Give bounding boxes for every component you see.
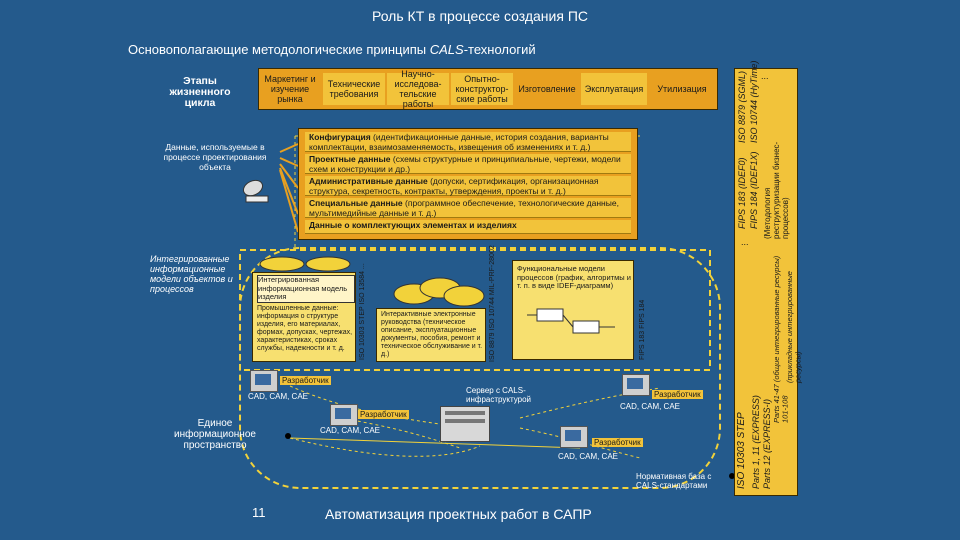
- stage-disposal: Утилизация: [657, 84, 707, 94]
- cals-diagram: Этапы жизненного цикла Маркетинг и изуче…: [140, 60, 803, 496]
- cad-label-1: CAD, CAM, CAE: [248, 392, 309, 401]
- standards-ellipsis-mid: ...: [741, 237, 749, 247]
- footer-text: Автоматизация проектных работ в САПР: [325, 506, 592, 522]
- disk-icons: [392, 266, 488, 312]
- idef-diagram-icon: [527, 308, 615, 334]
- data-row-design: Проектные данные (схемы структурные и пр…: [305, 154, 631, 174]
- std-express-i: Parts 12 (EXPRESS-I): [762, 398, 772, 489]
- slide-subtitle: Основополагающие методологические принци…: [128, 42, 536, 57]
- docs-box: Интерактивные электронные руководства (т…: [376, 308, 486, 362]
- lifecycle-stages-bar: Маркетинг и изучение рынка Технические т…: [258, 68, 718, 110]
- product-model-title: Интегрированная информационная модель из…: [257, 275, 355, 303]
- cad-label-4: CAD, CAM, CAE: [558, 452, 619, 461]
- std-idef0: FIPS 183 (IDEF0): [737, 157, 747, 229]
- subtitle-italic: CALS: [429, 42, 464, 57]
- std-step: ISO 10303 STEP: [736, 412, 747, 489]
- slide-number: 11: [252, 505, 266, 520]
- unified-space-dot: [285, 433, 291, 439]
- workstation-icon-1: [250, 370, 278, 392]
- product-model-standards: ISO 10303 STEP ISO 13584 ...: [359, 263, 366, 360]
- data-rows-panel: Конфигурация (идентификационные данные, …: [298, 128, 638, 240]
- stage-design: Опытно-конструктор-ские работы: [451, 73, 513, 105]
- satellite-dish-icon: [240, 176, 270, 204]
- std-sgml: ISO 8879 (SGML): [737, 70, 747, 143]
- stage-marketing: Маркетинг и изучение рынка: [264, 74, 316, 104]
- product-model-box: Интегрированная информационная модель из…: [252, 272, 356, 362]
- server-label: Сервер с CALS-инфраструктурой: [466, 386, 532, 404]
- developer-label-1: Разработчик: [280, 376, 331, 385]
- data-row-special: Специальные данные (программное обеспече…: [305, 198, 631, 218]
- stage-manufacturing: Изготовление: [518, 84, 576, 94]
- subtitle-prefix: Основополагающие методологические принци…: [128, 42, 430, 57]
- product-model-text: Промышленные данные: информация о структ…: [257, 305, 353, 352]
- cad-label-3: CAD, CAM, CAE: [620, 402, 681, 411]
- workstation-icon-4: [560, 426, 588, 448]
- std-idef1x: FIPS 184 (IDEF1X): [749, 151, 759, 229]
- docs-standards: ISO 8879 ISO 10744 MIL-PRF-28002: [489, 245, 496, 362]
- data-row-title: Специальные данные: [309, 198, 403, 208]
- data-row-text: (идентификационные данные, история созда…: [309, 132, 609, 152]
- functional-models-text: Функциональные модели процессов (график,…: [517, 264, 631, 290]
- data-row-text: (программное обеспечение, технологически…: [309, 198, 619, 218]
- data-used-label: Данные, используемые в процессе проектир…: [163, 142, 267, 172]
- data-row-title: Данные о комплектующих элементах и издел…: [309, 220, 517, 230]
- functional-models-standards: FIPS 183 FIPS 184: [639, 299, 646, 360]
- cad-label-2: CAD, CAM, CAE: [320, 426, 381, 435]
- standards-column: ... ISO 8879 (SGML) ISO 10744 (HyTime) F…: [734, 60, 803, 496]
- data-row-configuration: Конфигурация (идентификационные данные, …: [305, 132, 631, 152]
- stage-research: Научно-исследова-тельские работы: [387, 69, 449, 109]
- std-applied-resources: (прикладные интегрированные ресурсы): [785, 271, 803, 383]
- std-express: Parts 1, 11 (EXPRESS): [751, 395, 761, 489]
- database-stack-icon: [258, 254, 354, 274]
- developer-label-3: Разработчик: [652, 390, 703, 399]
- std-restructuring: (Методология реструктуризации бизнес-про…: [763, 141, 790, 239]
- workstation-icon-3: [622, 374, 650, 396]
- normative-base-label: Нормативная база с CALS-стандартами: [636, 472, 712, 490]
- developer-label-2: Разработчик: [358, 410, 409, 419]
- server-icon: [440, 406, 490, 442]
- standards-ellipsis-top: ...: [761, 71, 769, 81]
- workstation-icon-2: [330, 404, 358, 426]
- data-row-text: (схемы структурные и принципиальные, чер…: [309, 154, 621, 174]
- developer-label-4: Разработчик: [592, 438, 643, 447]
- std-integrated-resources: Parts 41-47 (общие интегрированные ресур…: [772, 255, 790, 423]
- data-row-title: Административные данные: [309, 176, 428, 186]
- unified-space-label: Единое информационное пространство: [174, 418, 256, 451]
- data-row-title: Конфигурация: [309, 132, 371, 142]
- docs-text: Интерактивные электронные руководства (т…: [381, 311, 483, 358]
- diagram-decorations: [239, 135, 735, 489]
- stage-operation: Эксплуатация: [581, 73, 647, 105]
- data-row-components: Данные о комплектующих элементах и издел…: [305, 220, 631, 234]
- slide-title: Роль КТ в процессе создания ПС: [371, 8, 588, 24]
- lifecycle-label: Этапы жизненного цикла: [169, 75, 231, 109]
- data-row-title: Проектные данные: [309, 154, 391, 164]
- normative-base-dot: [729, 473, 735, 479]
- data-row-text: (допуски, сертификация, организационная …: [309, 176, 599, 196]
- integrated-models-outline: [239, 249, 711, 371]
- stage-requirements: Технические требования: [323, 73, 385, 105]
- data-row-admin: Административные данные (допуски, сертиф…: [305, 176, 631, 196]
- std-hytime: ISO 10744 (HyTime): [749, 60, 759, 143]
- subtitle-suffix: -технологий: [463, 42, 536, 57]
- integrated-models-label: Интегрированные информационные модели об…: [150, 254, 233, 294]
- functional-models-box: Функциональные модели процессов (график,…: [512, 260, 634, 360]
